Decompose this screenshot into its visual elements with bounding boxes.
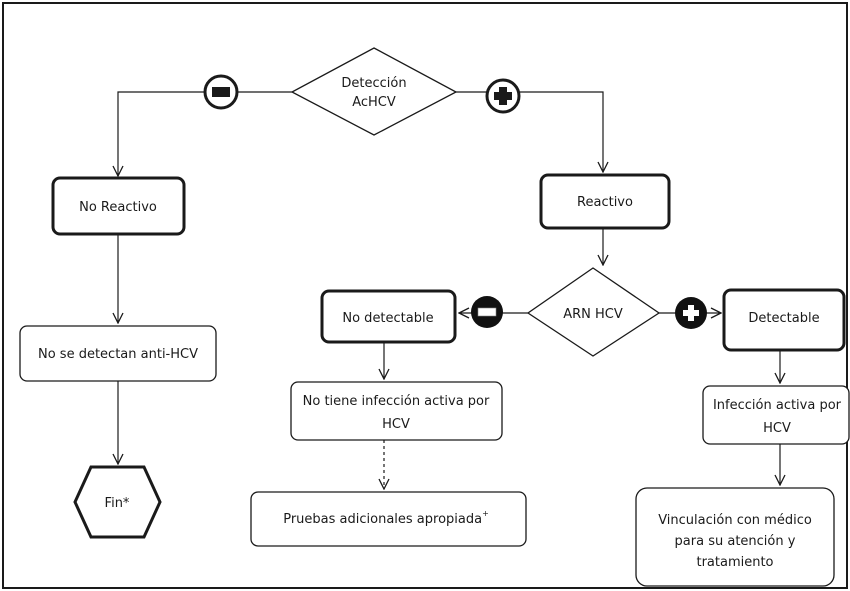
- minus-icon: [203, 74, 239, 110]
- infeccion-activa-label-line2: HCV: [763, 421, 791, 436]
- reactivo-node: Reactivo: [539, 173, 671, 230]
- pruebas-text: Pruebas adicionales apropiada+: [283, 509, 489, 527]
- arn-hcv-decision: ARN HCV: [526, 267, 661, 357]
- no-infeccion-node: No tiene infección activa por HCV: [290, 381, 503, 441]
- no-se-detectan-node: No se detectan anti-HCV: [19, 325, 217, 382]
- no-infeccion-label-line1: No tiene infección activa por: [303, 394, 490, 409]
- infeccion-activa-label-line1: Infección activa por: [713, 398, 842, 413]
- fin-node: Fin*: [73, 465, 162, 539]
- minus-icon: [471, 296, 503, 328]
- vinculacion-label-line2: para su atención y: [675, 534, 796, 549]
- no-detectable-node: No detectable: [320, 289, 457, 344]
- pruebas-adicionales-node: Pruebas adicionales apropiada+: [250, 491, 527, 547]
- reactivo-label: Reactivo: [577, 195, 633, 210]
- vinculacion-node: Vinculación con médico para su atención …: [635, 487, 835, 587]
- connector-deteccion-to-reactivo: [455, 91, 603, 172]
- pruebas-superscript: +: [482, 509, 489, 518]
- no-se-detectan-label: No se detectan anti-HCV: [38, 347, 198, 362]
- arn-hcv-label: ARN HCV: [563, 307, 623, 322]
- connector-deteccion-to-no-reactivo: [118, 91, 292, 176]
- vinculacion-label-line3: tratamiento: [696, 555, 773, 570]
- deteccion-label-line1: Detección: [341, 76, 406, 91]
- plus-icon: [675, 297, 707, 329]
- deteccion-achcv-decision: Detección AcHCV: [290, 47, 458, 136]
- plus-icon: [485, 78, 521, 114]
- no-detectable-label: No detectable: [342, 311, 433, 326]
- pruebas-label: Pruebas adicionales apropiada: [283, 512, 482, 527]
- fin-label: Fin*: [105, 496, 130, 511]
- no-reactivo-label: No Reactivo: [79, 200, 157, 215]
- no-infeccion-label-line2: HCV: [382, 417, 410, 432]
- deteccion-label-line2: AcHCV: [352, 95, 396, 110]
- vinculacion-label-line1: Vinculación con médico: [658, 513, 812, 528]
- no-reactivo-node: No Reactivo: [51, 176, 186, 236]
- detectable-label: Detectable: [748, 311, 819, 326]
- infeccion-activa-node: Infección activa por HCV: [702, 385, 850, 445]
- detectable-node: Detectable: [722, 288, 846, 352]
